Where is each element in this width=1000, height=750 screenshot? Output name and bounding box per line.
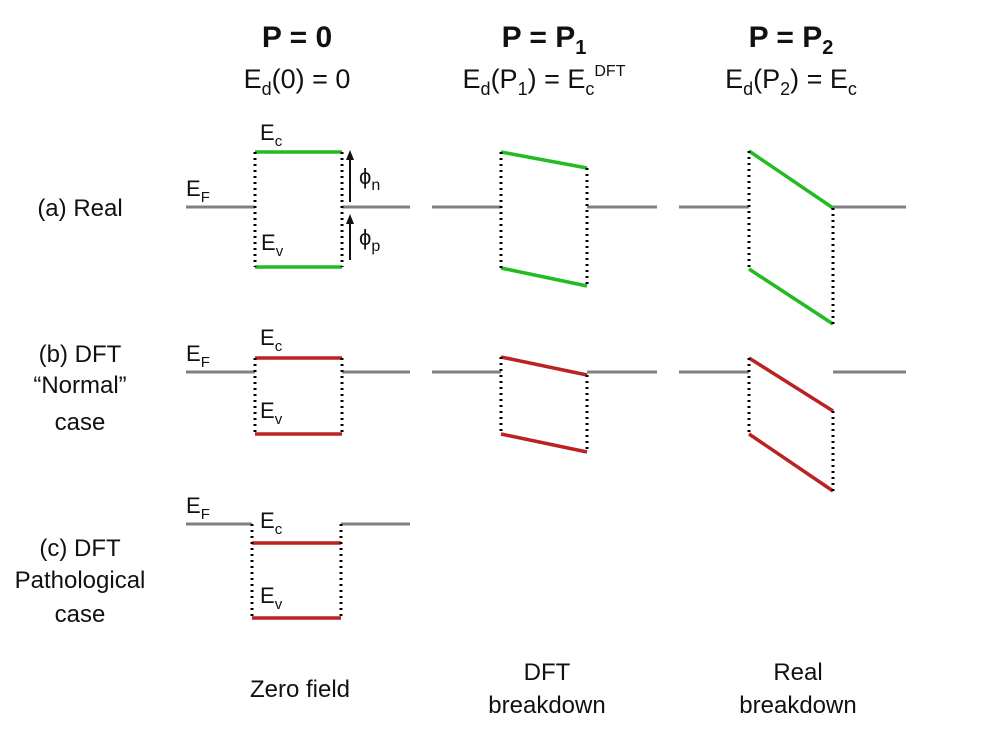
ef-label-row-a: EF (186, 176, 210, 206)
equation-part: E (244, 64, 262, 94)
conduction-band (500, 355, 588, 377)
row-label-line: case (55, 601, 106, 628)
equation-subscript: d (262, 79, 272, 99)
row-label-line: (c) DFT (39, 535, 121, 562)
conduction-band (748, 149, 834, 210)
equation-subscript: 2 (780, 79, 790, 99)
band-real-p1 (432, 150, 657, 288)
row-label-dft-normal: (b) DFT “Normal” case (33, 341, 126, 436)
equation-part: (P (491, 64, 518, 94)
fermi-label: EF (186, 176, 210, 206)
column-equation-p2: Ed(P2) = Ec (725, 64, 857, 99)
band-dft-normal-p1 (432, 355, 657, 454)
footer-dft-breakdown: DFT breakdown (488, 659, 605, 719)
ef-label-row-c: EF (186, 493, 210, 523)
band-dft-pathological-p0 (186, 522, 410, 620)
ev-label-row-c: Ev (260, 583, 283, 613)
fermi-label: EF (186, 341, 210, 371)
conduction-label: Ec (260, 120, 283, 150)
valence-label: Ev (260, 398, 283, 428)
equation-part: (0) = 0 (272, 64, 351, 94)
conduction-band (500, 150, 588, 170)
footer-line: breakdown (488, 692, 605, 719)
row-label-real: (a) Real (37, 195, 122, 222)
column-equation-p0: Ed(0) = 0 (244, 64, 351, 99)
phi-p-text: ϕp (359, 225, 380, 255)
valence-band (500, 266, 588, 288)
column-heading-p0: P = 0 Ed(0) = 0 (244, 21, 351, 99)
footer-line: Zero field (250, 676, 350, 703)
equation-subscript: 1 (518, 79, 528, 99)
equation-superscript: DFT (594, 63, 625, 80)
phi-n-label: ϕn (359, 164, 380, 194)
valence-label: Ev (260, 583, 283, 613)
phi-p-label: ϕp (359, 225, 380, 255)
phi-p-arrowhead (346, 214, 354, 224)
footer-line: breakdown (739, 692, 856, 719)
equation-part: (P (753, 64, 780, 94)
row-label-line: (a) Real (37, 195, 122, 222)
equation-subscript: c (585, 79, 594, 99)
row-label-line: “Normal” (33, 372, 126, 399)
band-real-p2 (679, 149, 906, 326)
equation-subscript: d (481, 79, 491, 99)
column-title-p2: P = P2 (749, 21, 834, 59)
conduction-label: Ec (260, 325, 283, 355)
footer-zero-field: Zero field (250, 676, 350, 703)
ec-label-row-a: Ec (260, 120, 283, 150)
column-heading-p1: P = P1 Ed(P1) = EcDFT (463, 21, 626, 99)
fermi-label: EF (186, 493, 210, 523)
equation-subscript: c (848, 79, 857, 99)
ec-label-row-c: Ec (260, 508, 283, 538)
band-dft-normal-p2 (679, 356, 906, 493)
row-label-line: case (55, 409, 106, 436)
phi-n-arrowhead (346, 150, 354, 160)
ev-label-row-a: Ev (261, 230, 284, 260)
band-dft-normal-p0 (186, 356, 410, 436)
column-title-p0: P = 0 (262, 21, 332, 54)
footer-line: Real (773, 659, 822, 686)
conduction-band (748, 356, 834, 413)
column-equation-p1: Ed(P1) = EcDFT (463, 63, 626, 99)
equation-part: ) = E (790, 64, 848, 94)
equation-part: E (725, 64, 743, 94)
valence-band (748, 432, 834, 493)
valence-label: Ev (261, 230, 284, 260)
footer-line: DFT (524, 659, 571, 686)
band-real-p0 (186, 150, 410, 269)
valence-band (500, 432, 588, 454)
ec-label-row-b: Ec (260, 325, 283, 355)
equation-part: ) = E (528, 64, 586, 94)
conduction-label: Ec (260, 508, 283, 538)
column-title-p1: P = P1 (502, 21, 587, 59)
ef-label-row-b: EF (186, 341, 210, 371)
footer-real-breakdown: Real breakdown (739, 659, 856, 719)
equation-subscript: d (743, 79, 753, 99)
row-label-line: (b) DFT (39, 341, 122, 368)
valence-band (748, 267, 834, 326)
column-heading-p2: P = P2 Ed(P2) = Ec (725, 21, 857, 99)
row-label-dft-pathological: (c) DFT Pathological case (15, 535, 146, 628)
ev-label-row-b: Ev (260, 398, 283, 428)
row-label-line: Pathological (15, 567, 146, 594)
phi-n-text: ϕn (359, 164, 380, 194)
equation-part: E (463, 64, 481, 94)
